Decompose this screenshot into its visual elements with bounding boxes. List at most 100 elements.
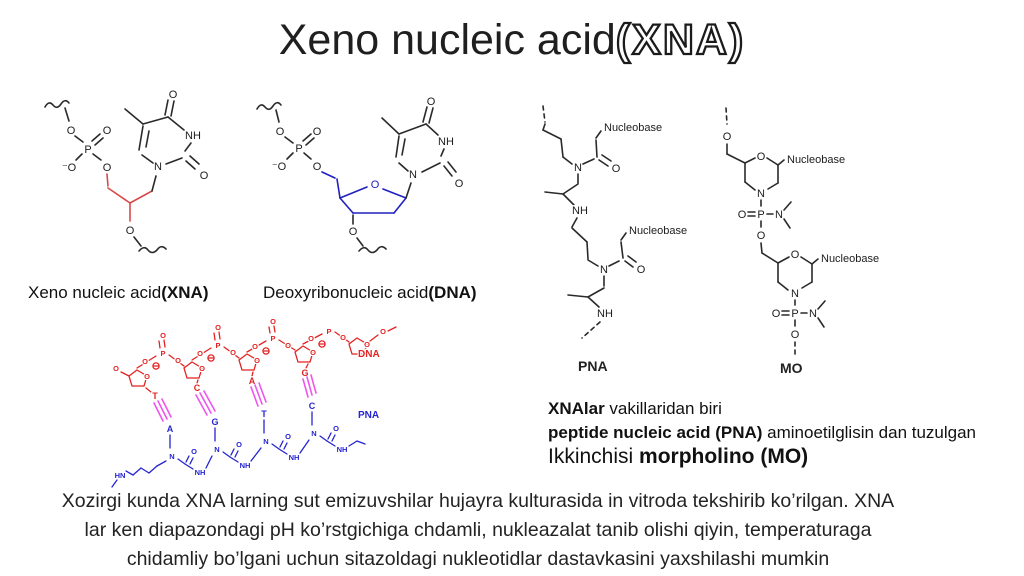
atom-nh: NH [240,461,251,470]
paragraph-line2: lar ken diapazondagi pH ko’rstgichiga ch… [84,519,872,541]
wavy-bond [358,245,387,254]
page-title: Xeno nucleic acid(XNA) [0,15,1024,65]
dna-phosphate-group: O P O ⁻O O [256,101,323,175]
atom-p: P [295,143,302,155]
pna-base-c: C [309,401,316,411]
dna-base-t: T [152,391,158,401]
sidetext-line1-bold: XNAlar [548,399,605,418]
atom-n: N [574,162,582,174]
dna-pna-duplex-diagram: O O O O O O O P O O O P O O O P [111,316,397,488]
atom-n-amide: N [775,209,783,221]
duplex-dna-strand-red: O O O O O O O P O O O P O O O P [112,316,397,402]
atom-o-carbonyl: O [333,424,339,433]
atom-o-carbonyl: O [200,170,209,182]
sidetext-line3: Ikkinchisi morpholino (MO) [548,445,808,469]
atom-n-amide: N [809,308,817,320]
atom-o: O [252,342,258,351]
nucleobase-label: Nucleobase [604,122,662,134]
pna-structure-label: PNA [578,358,608,374]
atom-o-carbonyl: O [236,440,242,449]
sidetext-line1: XNAlar vakillaridan biri [548,399,722,419]
atom-o: O [791,329,800,341]
title-main: Xeno nucleic acid [278,16,616,64]
atom-nh: NH [337,445,348,454]
bottom-paragraph: Xozirgi kunda XNA larning sut emizuvshil… [0,487,956,574]
atom-nh: NH [195,468,206,477]
mo-backbone: O O N Nucleobase P O N O [721,107,881,355]
sidetext-line2-rest: aminoetilglisin dan tuzulgan [762,423,977,442]
atom-o: O [285,341,291,350]
atom-o: O [308,334,314,343]
atom-n-ring: N [757,188,765,200]
pna-structure-diagram: N Nucleobase O NH N Nucleobase O [542,105,689,339]
atom-o: O [126,225,135,237]
pna-base-t: T [261,409,267,419]
nucleobase-label: Nucleobase [787,154,845,166]
dna-caption-bold: (DNA) [428,283,477,302]
atom-p: P [757,209,764,221]
atom-p: P [160,349,165,358]
atom-o: O [230,348,236,357]
paragraph-line3: chidamliy bo’lgani uchun sitazoldagi nuk… [126,548,830,570]
dna-deoxyribose-sugar-blue: O [321,171,407,214]
xna-caption-bold: (XNA) [161,283,209,302]
atom-o-ring: O [144,372,150,381]
atom-o-double: O [103,125,112,137]
atom-o-double: O [772,308,781,320]
dna-thymine-base: N NH O O [381,95,465,199]
atom-o-double: O [215,323,221,332]
atom-nh: NH [597,308,613,320]
atom-nh: NH [572,205,588,217]
atom-n: N [600,264,608,276]
atom-nh: NH [185,130,201,142]
mo-structure-label: MO [780,360,803,376]
dna-lower-link: O [347,214,387,254]
atom-o: O [380,327,386,336]
atom-p: P [84,144,91,156]
pna-base-a: A [167,424,174,434]
atom-o-double: O [313,126,322,138]
pna-base-g: G [211,417,218,427]
sidetext-line2-bold: peptide nucleic acid (PNA) [548,423,763,442]
atom-o-carbonyl: O [427,96,436,108]
atom-o-minus: ⁻O [272,161,287,173]
atom-p: P [791,308,798,320]
atom-o-ring: O [199,364,205,373]
atom-p: P [326,327,331,336]
atom-p: P [270,334,275,343]
atom-o: O [340,333,346,342]
xna-phosphate-group: O P O ⁻O O [44,99,113,176]
atom-o-ring: O [310,348,316,357]
atom-o-ring: O [791,249,800,261]
atom-o: O [197,349,203,358]
pna-backbone: N Nucleobase O NH N Nucleobase O [542,105,689,339]
duplex-dna-label: DNA [358,349,380,360]
atom-o-ring: O [364,340,370,349]
atom-o: O [723,131,732,143]
hydrogen-bonds-magenta [153,374,317,422]
dna-base-c: C [194,383,201,393]
atom-o-carbonyl: O [169,89,178,101]
atom-o-carbonyl: O [285,432,291,441]
xna-structure-diagram: O P O ⁻O O O N [44,88,210,254]
atom-o: O [757,230,766,242]
xna-caption: Xeno nucleic acid(XNA) [28,283,208,303]
paragraph-line1: Xozirgi kunda XNA larning sut emizuvshil… [61,490,895,512]
atom-o-minus: ⁻O [62,162,77,174]
title-paren-outlined: (XNA) [615,15,746,65]
sidetext-line3-normal: Ikkinchisi [548,445,640,468]
atom-n: N [409,169,417,181]
duplex-pna-label: PNA [358,410,379,421]
dna-base-a: A [249,376,256,386]
atom-nh: NH [438,136,454,148]
nucleobase-label: Nucleobase [629,225,687,237]
sidetext-line1-rest: vakillaridan biri [604,399,722,418]
dna-caption-text: Deoxyribonucleic acid [263,283,429,302]
atom-nh: NH [289,453,300,462]
atom-o: O [142,357,148,366]
atom-n: N [263,437,268,446]
atom-o-carbonyl: O [191,447,197,456]
atom-o-carbonyl: O [455,178,464,190]
atom-o: O [313,161,322,173]
atom-o-ring: O [254,356,260,365]
